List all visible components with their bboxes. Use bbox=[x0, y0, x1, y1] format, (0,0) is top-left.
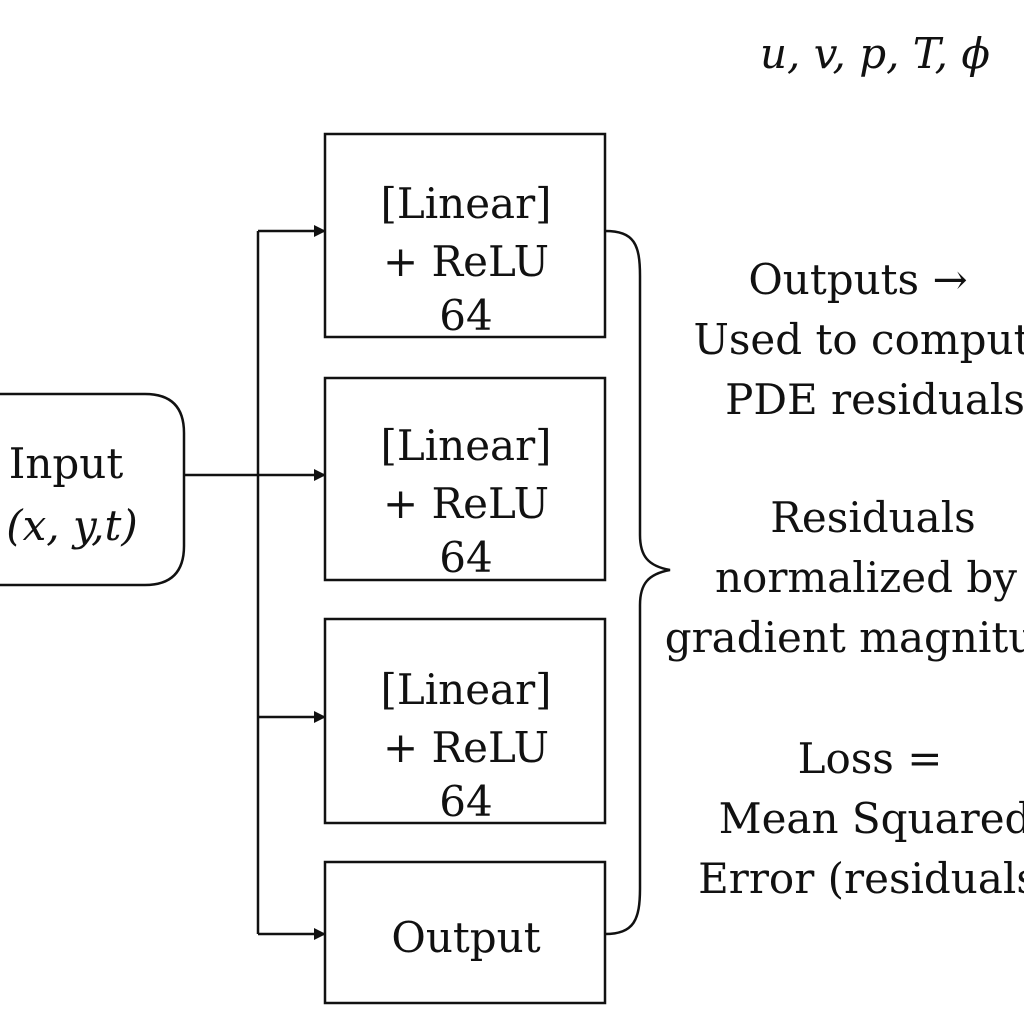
residuals-note-line-3: gradient magnitu bbox=[665, 613, 1024, 662]
layer-box-1-shape bbox=[323, 132, 607, 339]
layer-box-3-shape bbox=[323, 617, 607, 825]
loss-note-line-3: Error (residuals bbox=[698, 854, 1024, 903]
input-node-variables: (x, y,t) bbox=[6, 501, 138, 550]
output-box: Output bbox=[323, 860, 607, 1005]
input-node-label: Input bbox=[9, 439, 124, 488]
layer-box-3-activation: + ReLU bbox=[383, 723, 549, 772]
layer-box-3: [Linear] + ReLU 64 bbox=[323, 617, 607, 826]
grouping-brace bbox=[604, 229, 671, 936]
layer-box-2-units: 64 bbox=[439, 533, 492, 582]
layer-box-3-units: 64 bbox=[439, 777, 492, 826]
layer-box-1-units: 64 bbox=[439, 291, 492, 340]
residuals-note-line-1: Residuals bbox=[770, 493, 975, 542]
connection-lines bbox=[184, 225, 326, 940]
layer-box-1: [Linear] + ReLU 64 bbox=[323, 132, 607, 340]
loss-note-line-2: Mean Squared bbox=[719, 794, 1024, 843]
layer-box-1-activation: + ReLU bbox=[383, 237, 549, 286]
outputs-note-line-2: Used to comput bbox=[693, 315, 1024, 364]
layer-box-2: [Linear] + ReLU 64 bbox=[323, 376, 607, 582]
layer-box-2-activation: + ReLU bbox=[383, 479, 549, 528]
notes-block: Outputs → Used to comput PDE residuals R… bbox=[665, 255, 1024, 903]
output-variables-formula: u, v, p, T, ϕ bbox=[760, 29, 990, 78]
loss-note-line-1: Loss = bbox=[798, 734, 943, 783]
outputs-note-line-1: Outputs → bbox=[748, 255, 967, 304]
input-node-shape bbox=[0, 392, 186, 587]
layer-box-2-type: [Linear] bbox=[380, 421, 551, 470]
input-node: Input (x, y,t) bbox=[0, 392, 186, 587]
output-box-shape bbox=[323, 860, 607, 1005]
residuals-note-line-2: normalized by bbox=[715, 553, 1017, 602]
layer-box-3-type: [Linear] bbox=[380, 665, 551, 714]
output-box-label: Output bbox=[391, 913, 540, 962]
outputs-note-line-3: PDE residuals bbox=[725, 375, 1024, 424]
layer-box-1-type: [Linear] bbox=[380, 179, 551, 228]
layer-box-2-shape bbox=[323, 376, 607, 582]
